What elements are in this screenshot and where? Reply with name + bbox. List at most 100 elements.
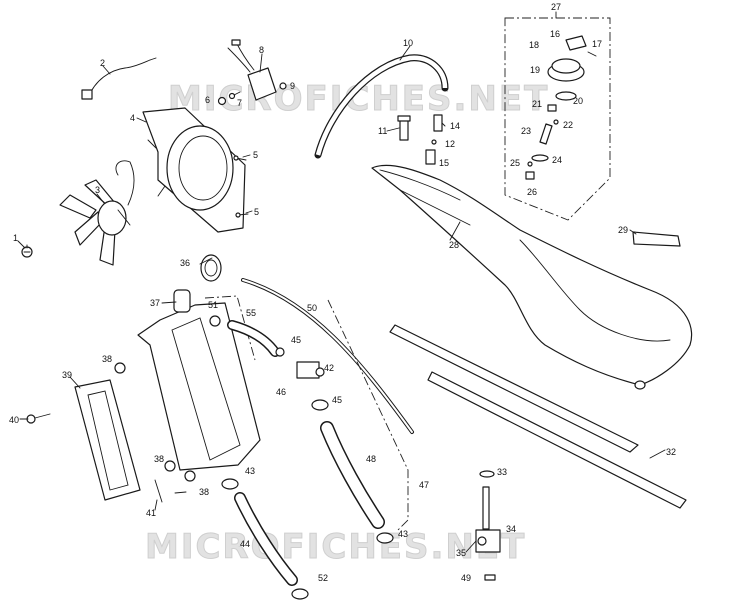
part-50-breather-hose — [241, 278, 414, 434]
callout-20: 20 — [573, 96, 583, 106]
part-33-gasket — [479, 470, 495, 478]
callout-17: 17 — [592, 39, 602, 49]
callout-38-low: 38 — [199, 487, 209, 497]
part-14-fitting — [433, 114, 443, 132]
callout-43-left: 43 — [245, 466, 255, 476]
callout-11: 11 — [378, 126, 387, 136]
callout-55: 55 — [246, 308, 256, 318]
callout-51: 51 — [208, 300, 218, 310]
part-32-trim-strip-lower — [427, 371, 687, 509]
callout-52: 52 — [318, 573, 328, 583]
callout-28: 28 — [449, 240, 459, 250]
part-4-fan-shroud — [142, 107, 246, 233]
part-25-seal — [527, 161, 533, 167]
callout-45-upper: 45 — [291, 335, 301, 345]
part-38-nut-top — [114, 362, 126, 374]
part-22-pin — [553, 119, 559, 125]
callout-40: 40 — [9, 415, 19, 425]
part-32-trim-strip-upper — [389, 324, 639, 453]
part-48-hose — [320, 421, 385, 529]
callout-34: 34 — [506, 524, 516, 534]
callout-15: 15 — [439, 158, 449, 168]
callout-38-mid: 38 — [154, 454, 164, 464]
callout-39: 39 — [62, 370, 72, 380]
part-17-pin — [587, 51, 597, 57]
callout-2: 2 — [100, 58, 105, 68]
leader-lines — [17, 11, 666, 511]
part-24-oring — [531, 154, 549, 162]
callout-24: 24 — [552, 155, 562, 165]
part-39-grille — [74, 379, 141, 501]
callout-7: 7 — [237, 98, 242, 108]
part-12-clip — [431, 139, 437, 145]
part-52-clamp — [291, 588, 309, 600]
callout-8: 8 — [259, 45, 264, 55]
callout-27: 27 — [551, 2, 561, 12]
callout-49: 49 — [461, 573, 471, 583]
part-19-cap — [547, 58, 585, 82]
part-41-bolts — [154, 479, 187, 503]
part-38-nut-mid — [164, 460, 176, 472]
part-34-fuel-tap — [475, 486, 501, 553]
part-42-thermostat — [296, 361, 325, 379]
callout-44: 44 — [240, 539, 250, 549]
callout-19: 19 — [530, 65, 540, 75]
callout-43-right: 43 — [398, 529, 408, 539]
part-43-clamp-left — [221, 478, 239, 490]
part-55-hose — [227, 320, 280, 357]
part-9-nut — [279, 82, 287, 90]
callout-35: 35 — [456, 548, 466, 558]
callout-9: 9 — [290, 81, 295, 91]
part-45-clamp-upper — [275, 347, 285, 357]
part-3-fan — [59, 160, 135, 266]
part-6-washer — [217, 96, 227, 106]
callout-5-upper: 5 — [253, 150, 258, 160]
callout-21: 21 — [532, 99, 542, 109]
callout-47: 47 — [419, 480, 429, 490]
part-45-clamp-lower — [311, 399, 329, 411]
callout-33: 33 — [497, 467, 507, 477]
callout-38-top: 38 — [102, 354, 112, 364]
part-43-clamp-right — [376, 532, 394, 544]
callout-32: 32 — [666, 447, 676, 457]
callout-14: 14 — [450, 121, 460, 131]
part-26-plug — [525, 171, 535, 180]
callout-42: 42 — [324, 363, 334, 373]
callout-6: 6 — [205, 95, 210, 105]
callout-46: 46 — [276, 387, 286, 397]
callout-25: 25 — [510, 158, 520, 168]
part-10-hose — [314, 54, 449, 159]
callout-12: 12 — [445, 139, 455, 149]
part-23-valve — [539, 123, 553, 145]
part-21-spring — [547, 104, 557, 112]
part-15-tube — [425, 149, 436, 165]
part-28-fuel-tank — [371, 164, 693, 390]
part-1-screw — [21, 244, 33, 258]
part-44-hose — [234, 492, 298, 586]
part-29-handle — [632, 231, 681, 247]
callout-45-lower: 45 — [332, 395, 342, 405]
callout-37: 37 — [150, 298, 160, 308]
part-35-lever — [465, 540, 477, 553]
callout-5-lower: 5 — [254, 207, 259, 217]
watermark-bottom: MICROFICHES.NET — [145, 527, 526, 567]
callout-16: 16 — [550, 29, 560, 39]
callout-10: 10 — [403, 38, 413, 48]
callout-41: 41 — [146, 508, 156, 518]
part-51-clamp-box — [204, 295, 256, 361]
part-5-screw-upper — [233, 155, 247, 161]
part-18-bracket — [565, 35, 587, 51]
callout-3: 3 — [95, 185, 100, 195]
part-7-screw — [228, 91, 241, 100]
callout-1: 1 — [13, 233, 18, 243]
part-5-screw-lower — [235, 212, 249, 218]
callout-48: 48 — [366, 454, 376, 464]
callout-labels: 1 2 3 4 5 5 6 7 8 9 10 11 12 14 15 16 17… — [9, 2, 676, 583]
callout-36: 36 — [180, 258, 190, 268]
part-2-connector — [81, 57, 157, 100]
callout-50: 50 — [307, 303, 317, 313]
part-20-gasket — [555, 91, 577, 101]
callout-18: 18 — [529, 40, 539, 50]
